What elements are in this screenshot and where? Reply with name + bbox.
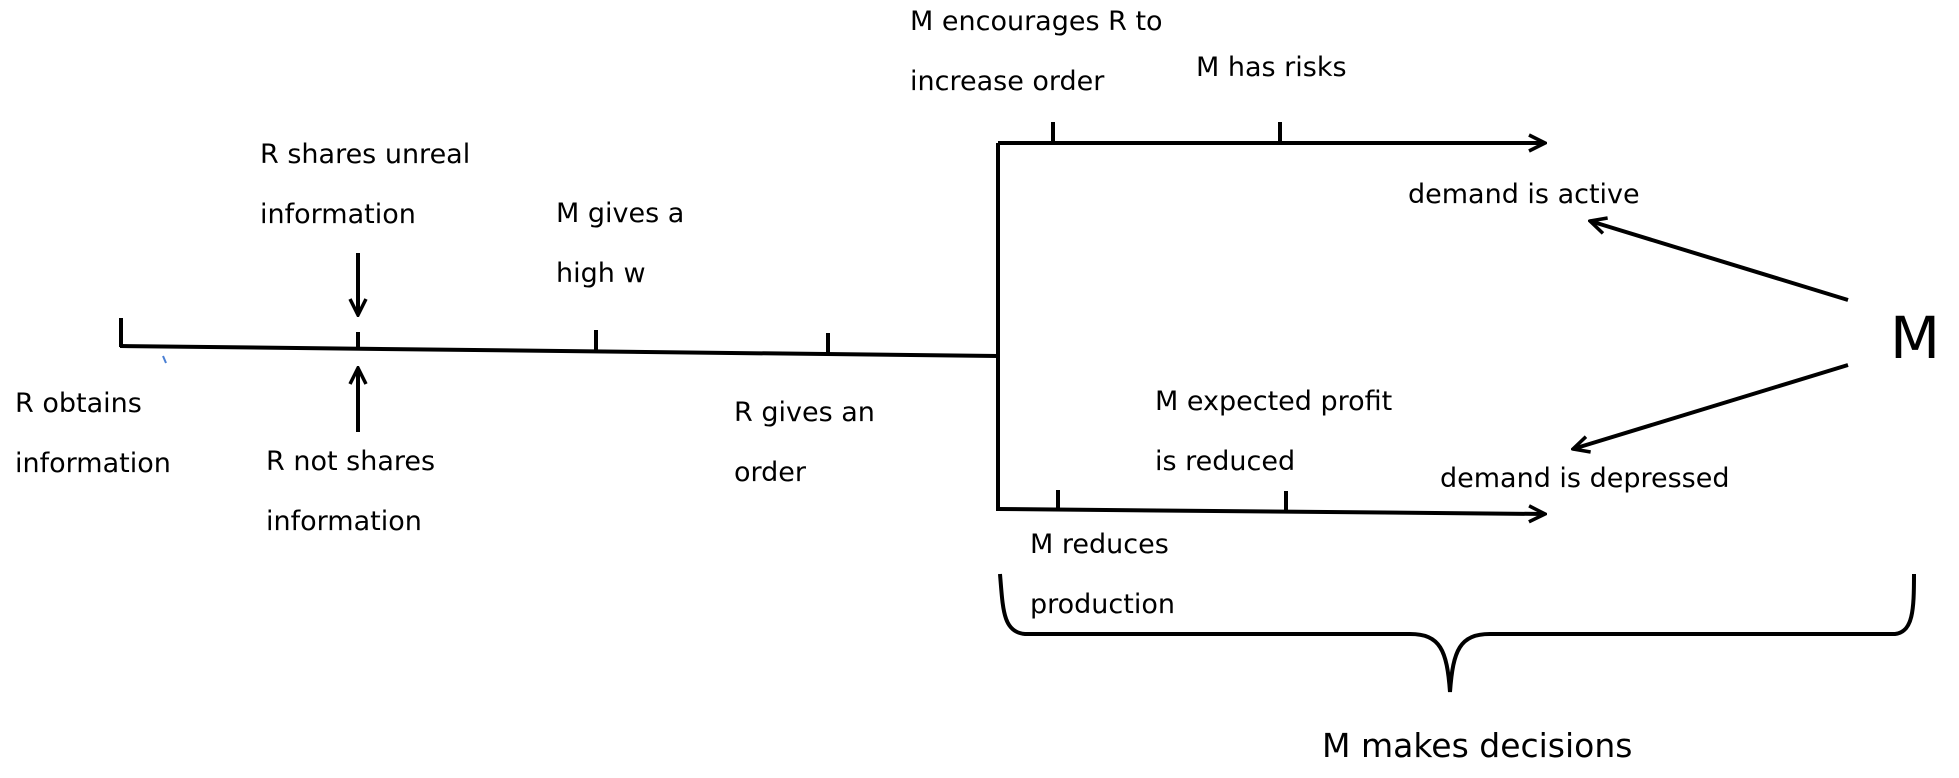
label-m-gives-high-w: M gives a high w xyxy=(556,198,685,289)
label-r-not-shares-information: R not shares information xyxy=(266,446,436,537)
label-m-actor: M xyxy=(1890,304,1941,372)
label-m-encourages-r: M encourages R to increase order xyxy=(910,6,1163,97)
stray-mark xyxy=(162,355,167,364)
label-demand-depressed: demand is depressed xyxy=(1440,463,1730,494)
main-timeline xyxy=(119,344,999,358)
label-m-reduces-production: M reduces production xyxy=(1030,529,1175,620)
label-demand-active: demand is active xyxy=(1408,179,1640,210)
lower-branch-arrow xyxy=(997,509,1545,514)
label-m-expected-profit-reduced: M expected profit is reduced xyxy=(1155,386,1393,477)
label-m-has-risks: M has risks xyxy=(1196,52,1347,83)
label-r-shares-unreal-information: R shares unreal information xyxy=(260,139,471,230)
label-m-makes-decisions: M makes decisions xyxy=(1322,726,1633,765)
arrow-m-to-depressed xyxy=(1573,363,1849,449)
arrow-m-to-active xyxy=(1590,221,1849,302)
decision-brace xyxy=(998,573,1916,693)
label-r-gives-order: R gives an order xyxy=(734,397,875,488)
label-r-obtains-information: R obtains information xyxy=(15,388,171,479)
